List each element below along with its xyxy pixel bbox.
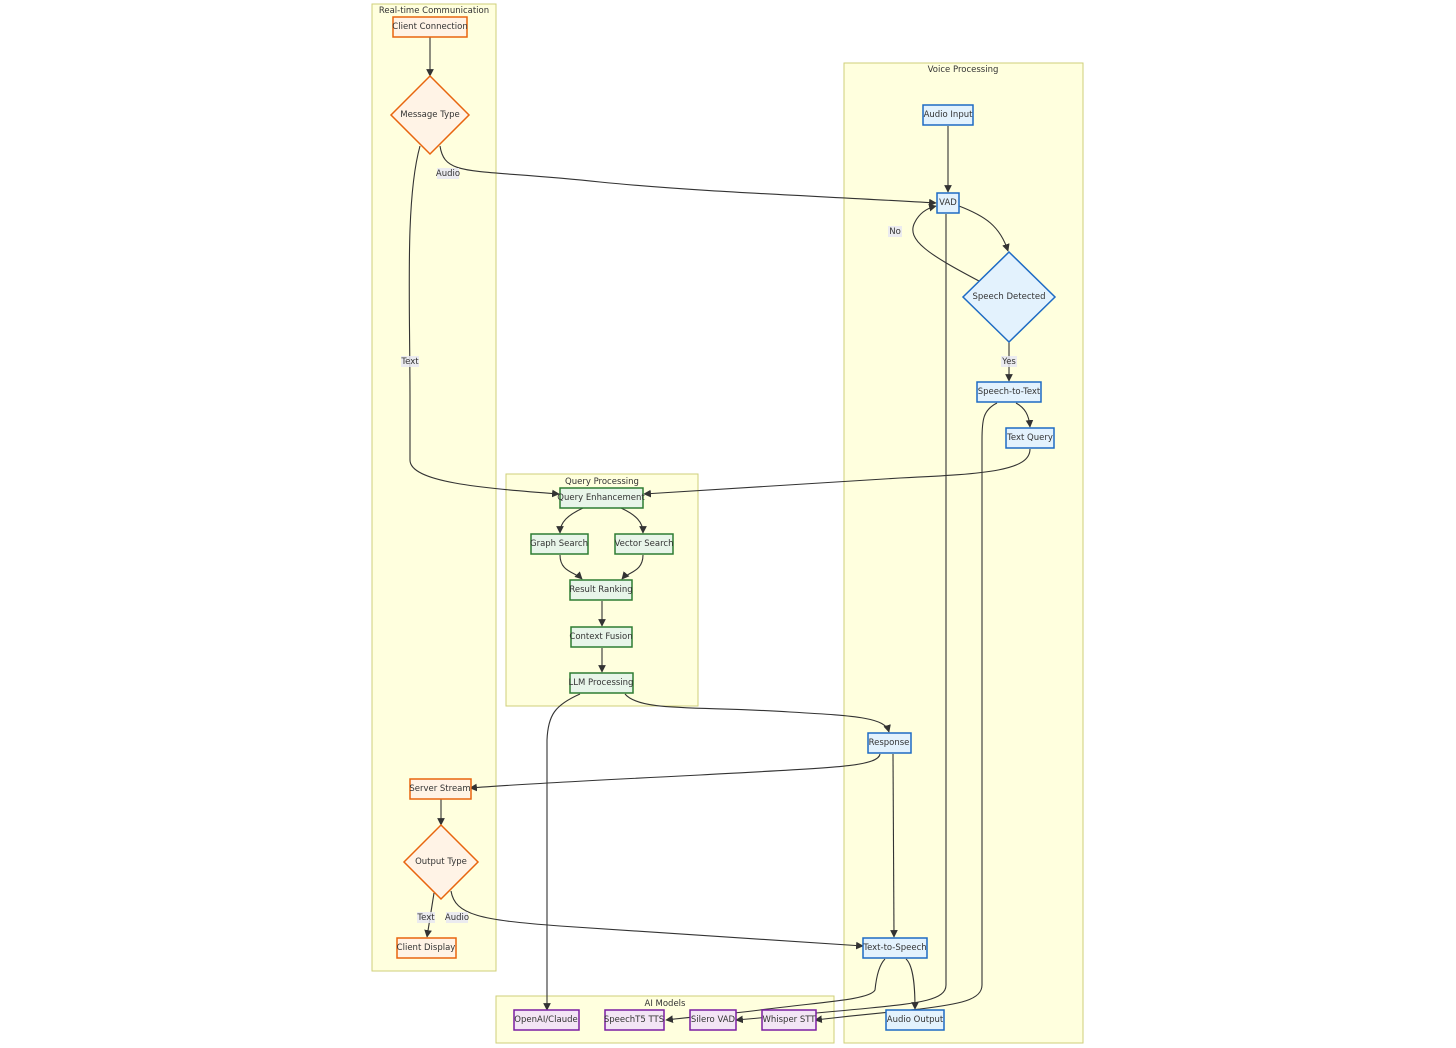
edge-message-audio-to-vad [439,145,937,207]
node-query-enhancement[interactable]: Query Enhancement [557,487,645,509]
edge-label-speech-yes: Yes [1001,356,1017,367]
svg-text:Output Type: Output Type [415,857,467,867]
svg-text:VAD: VAD [939,198,957,208]
node-audio-output[interactable]: Audio Output [885,1009,945,1031]
svg-text:Yes: Yes [1001,357,1016,367]
cluster-realtime-title: Real-time Communication [379,6,489,16]
edge-vector-to-ranking [621,554,644,580]
svg-text:Text: Text [400,357,419,367]
node-openai-claude[interactable]: OpenAI/Claude [513,1009,580,1031]
svg-text:Text-to-Speech: Text-to-Speech [862,943,926,953]
svg-text:OpenAI/Claude: OpenAI/Claude [514,1015,577,1025]
node-audio-input[interactable]: Audio Input [922,104,974,126]
edge-stt-to-whisper [814,402,998,1024]
node-silero-vad[interactable]: Silero VAD [689,1009,737,1031]
edge-label-speech-no: No [888,226,902,237]
node-speech-detected[interactable]: Speech Detected [961,250,1057,344]
svg-text:Speech Detected: Speech Detected [973,292,1046,302]
node-text-query[interactable]: Text Query [1005,427,1055,449]
node-llm-processing[interactable]: LLM Processing [569,672,634,694]
cluster-realtime-communication: Real-time Communication [371,3,497,972]
edge-label-out-audio: Audio [445,912,469,923]
svg-text:Message Type: Message Type [400,110,459,120]
svg-text:Audio Output: Audio Output [887,1015,944,1025]
svg-text:Audio: Audio [445,913,469,923]
edge-stt-to-textquery [1015,402,1034,428]
cluster-voice-title: Voice Processing [928,65,999,75]
edge-tts-to-audiooutput [905,958,919,1010]
svg-text:No: No [889,227,901,237]
edge-llm-to-openai [543,693,581,1011]
svg-text:Client Display: Client Display [397,943,456,953]
edge-label-msg-text: Text [400,356,419,367]
node-graph-search[interactable]: Graph Search [530,533,589,555]
svg-text:SpeechT5 TTS: SpeechT5 TTS [604,1015,664,1025]
svg-text:Result Ranking: Result Ranking [569,585,632,595]
cluster-query-title: Query Processing [565,477,639,487]
edge-response-to-tts [890,753,898,938]
svg-text:Text: Text [416,913,435,923]
node-context-fusion[interactable]: Context Fusion [569,626,633,648]
cluster-voice-processing: Voice Processing [843,62,1084,1044]
svg-text:Server Stream: Server Stream [409,784,470,794]
node-output-type[interactable]: Output Type [402,823,480,901]
node-vad[interactable]: VAD [936,192,960,214]
node-client-display[interactable]: Client Display [396,937,457,959]
edge-vad-to-speech [958,205,1010,252]
svg-text:Graph Search: Graph Search [530,539,588,549]
svg-text:Audio Input: Audio Input [924,110,974,120]
edge-label-msg-audio: Audio [436,168,460,179]
edge-output-audio-to-tts [450,890,864,950]
svg-text:Client Connection: Client Connection [392,22,467,32]
node-text-to-speech[interactable]: Text-to-Speech [862,937,928,959]
svg-text:Audio: Audio [436,169,460,179]
node-speecht5-tts[interactable]: SpeechT5 TTS [604,1009,665,1031]
svg-text:Speech-to-Text: Speech-to-Text [978,387,1041,397]
svg-text:Silero VAD: Silero VAD [691,1015,736,1025]
node-client-connection[interactable]: Client Connection [392,16,468,38]
edge-queryenh-to-vector [620,507,647,534]
edge-message-text-to-query [408,145,560,498]
node-result-ranking[interactable]: Result Ranking [569,579,633,601]
svg-text:Response: Response [869,738,910,748]
node-speech-to-text[interactable]: Speech-to-Text [976,381,1042,403]
node-response[interactable]: Response [867,732,912,754]
svg-text:Vector Search: Vector Search [615,539,674,549]
cluster-models-title: AI Models [645,999,687,1009]
node-server-stream[interactable]: Server Stream [409,778,472,800]
node-whisper-stt[interactable]: Whisper STT [761,1009,817,1031]
edge-graph-to-ranking [559,554,583,580]
edge-textquery-to-queryenh [643,448,1031,498]
edge-llm-to-response [624,693,891,733]
edge-response-to-serverstream [469,753,881,792]
svg-text:Text Query: Text Query [1006,433,1053,443]
svg-text:LLM Processing: LLM Processing [569,678,634,688]
svg-text:Context Fusion: Context Fusion [569,632,632,642]
node-message-type[interactable]: Message Type [389,74,471,156]
edge-label-out-text: Text [416,912,435,923]
svg-text:Whisper STT: Whisper STT [762,1015,816,1025]
edge-queryenh-to-graph [556,507,584,534]
svg-text:Query Enhancement: Query Enhancement [557,493,645,503]
node-vector-search[interactable]: Vector Search [614,533,674,555]
